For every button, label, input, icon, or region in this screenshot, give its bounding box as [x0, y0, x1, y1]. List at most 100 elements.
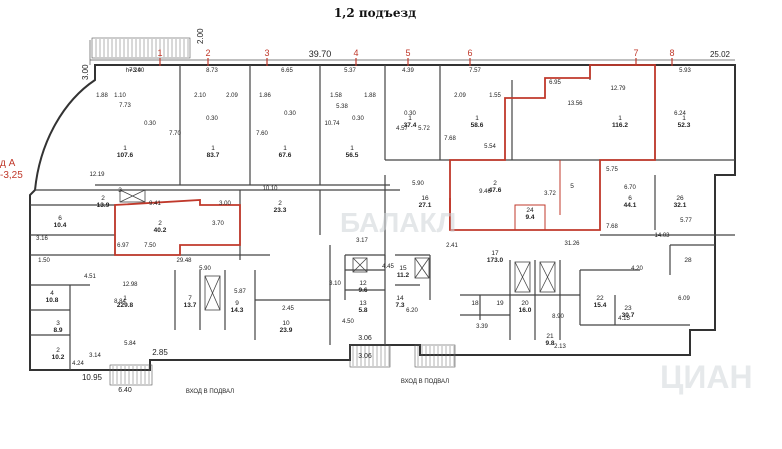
dim-bottom-3: 2.85: [152, 348, 168, 357]
dimension-value: 5.75: [606, 167, 618, 173]
dimension-value: 1.58: [330, 93, 342, 99]
dim-bottom-2: 6.40: [118, 387, 132, 394]
room-number: 26: [676, 195, 684, 202]
dimension-value: 0.30: [284, 111, 296, 117]
dimension-value: 12.98: [122, 282, 138, 288]
room-number: 20: [521, 300, 529, 307]
top-axis: [89, 40, 735, 65]
dim-top-1: 2.00: [196, 28, 205, 44]
red-inner: [514, 160, 561, 231]
inner-walls: [30, 65, 735, 370]
axis-mark-1: 1: [157, 48, 162, 58]
axis-mark-7: 7: [633, 48, 638, 58]
bottom-dimensions: 10.95 6.40 2.85 3.06 3.06: [82, 335, 372, 394]
room-area: 56.5: [346, 152, 359, 159]
room-area: 83.7: [207, 152, 220, 159]
dimension-value: 4.57: [396, 126, 408, 132]
room-area: 116.2: [612, 122, 628, 129]
dimension-value: 7.70: [169, 131, 181, 137]
room-number: 18: [471, 300, 479, 307]
dimension-value: 5.87: [234, 289, 246, 295]
stair-bottom-left: [109, 344, 456, 386]
room-area: 9.8: [545, 340, 554, 347]
dimension-value: 3.70: [212, 221, 224, 227]
room-area: 32.1: [674, 202, 687, 209]
room-area: 13.9: [97, 202, 110, 209]
dimension-value: 2.10: [194, 93, 206, 99]
dimension-value: h=3.00: [126, 68, 145, 74]
room-number: 16: [421, 195, 429, 202]
room-area: 67.6: [279, 152, 292, 159]
dimension-value: 5.90: [199, 266, 211, 272]
room-area: 16.0: [519, 307, 532, 314]
dimension-value: 3.72: [544, 191, 556, 197]
dim-top-3: 25.02: [710, 50, 731, 59]
dimension-value: 6.95: [549, 80, 561, 86]
room-area: 47.6: [489, 187, 502, 194]
axis-mark-3: 3: [264, 48, 269, 58]
dimension-value: 7.73: [119, 103, 131, 109]
room-number: 3: [56, 320, 60, 327]
room-number: 1: [123, 295, 127, 302]
room-number: 19: [496, 300, 504, 307]
dim-top-4: 3.00: [81, 64, 90, 80]
room-number: 4: [50, 290, 54, 297]
dimension-value: 5.93: [679, 68, 691, 74]
dimension-value: 1.55: [489, 93, 501, 99]
room-number: 5: [570, 183, 574, 190]
watermark-bottom: ЦИАН: [660, 359, 753, 395]
dimension-value: 10.10: [262, 186, 278, 192]
room-area: 8.9: [53, 327, 62, 334]
room-area: 44.1: [624, 202, 637, 209]
dimension-value: 4.39: [402, 68, 414, 74]
dimension-value: 12.79: [610, 86, 626, 92]
room-area: 9.4: [525, 214, 534, 221]
room-number: 1: [475, 115, 479, 122]
dimension-value: 1.88: [96, 93, 108, 99]
dimension-value: 7.60: [256, 131, 268, 137]
dimension-value: 2.09: [226, 93, 238, 99]
room-number: 1: [123, 145, 127, 152]
stair-top-left: [91, 37, 191, 59]
axis-mark-5: 5: [405, 48, 410, 58]
exit-label-left: ВХОД В ПОДВАЛ: [186, 389, 234, 395]
room-number: 3: [118, 187, 122, 194]
room-number: 7: [188, 295, 192, 302]
axis-mark-8: 8: [669, 48, 674, 58]
room-area: 23.3: [274, 207, 287, 214]
room-labels: 1107.6183.7167.6156.5137.4158.61116.2152…: [46, 115, 692, 361]
dimension-value: 9.41: [149, 201, 161, 207]
room-number: 17: [491, 250, 499, 257]
dim-top-2: 39.70: [309, 49, 332, 59]
highlighted-units: [114, 64, 656, 256]
dimension-value: 10.74: [324, 121, 340, 127]
dimension-value: 7.50: [144, 243, 156, 249]
dimension-value: 29.48: [176, 258, 192, 264]
dimension-value: 5.77: [680, 218, 692, 224]
dim-bottom-5: 3.06: [358, 353, 372, 360]
side-label-1: д А: [0, 158, 16, 169]
room-number: 24: [526, 207, 534, 214]
dimension-value: 7.68: [444, 136, 456, 142]
dimension-value: 5.72: [418, 126, 430, 132]
room-area: 58.6: [471, 122, 484, 129]
dimension-value: 14.03: [654, 233, 670, 239]
room-area: 14.3: [231, 307, 244, 314]
room-number: 10: [282, 320, 290, 327]
dimension-value: 7.68: [606, 224, 618, 230]
dimension-value: 0.30: [206, 116, 218, 122]
plan-title: 1,2 подъезд: [334, 6, 416, 20]
room-number: 6: [58, 215, 62, 222]
dimension-value: 6.65: [281, 68, 293, 74]
room-area: 10.2: [52, 354, 65, 361]
shafts: [119, 189, 556, 311]
dimension-value: 0.30: [352, 116, 364, 122]
dimension-value: 1.88: [364, 93, 376, 99]
dimension-value: 5.84: [124, 341, 136, 347]
dimension-value: 5.37: [344, 68, 356, 74]
axis-mark-4: 4: [353, 48, 358, 58]
dimension-value: 5.38: [336, 104, 348, 110]
room-number: 12: [359, 280, 367, 287]
dimension-value: 6.20: [406, 308, 418, 314]
